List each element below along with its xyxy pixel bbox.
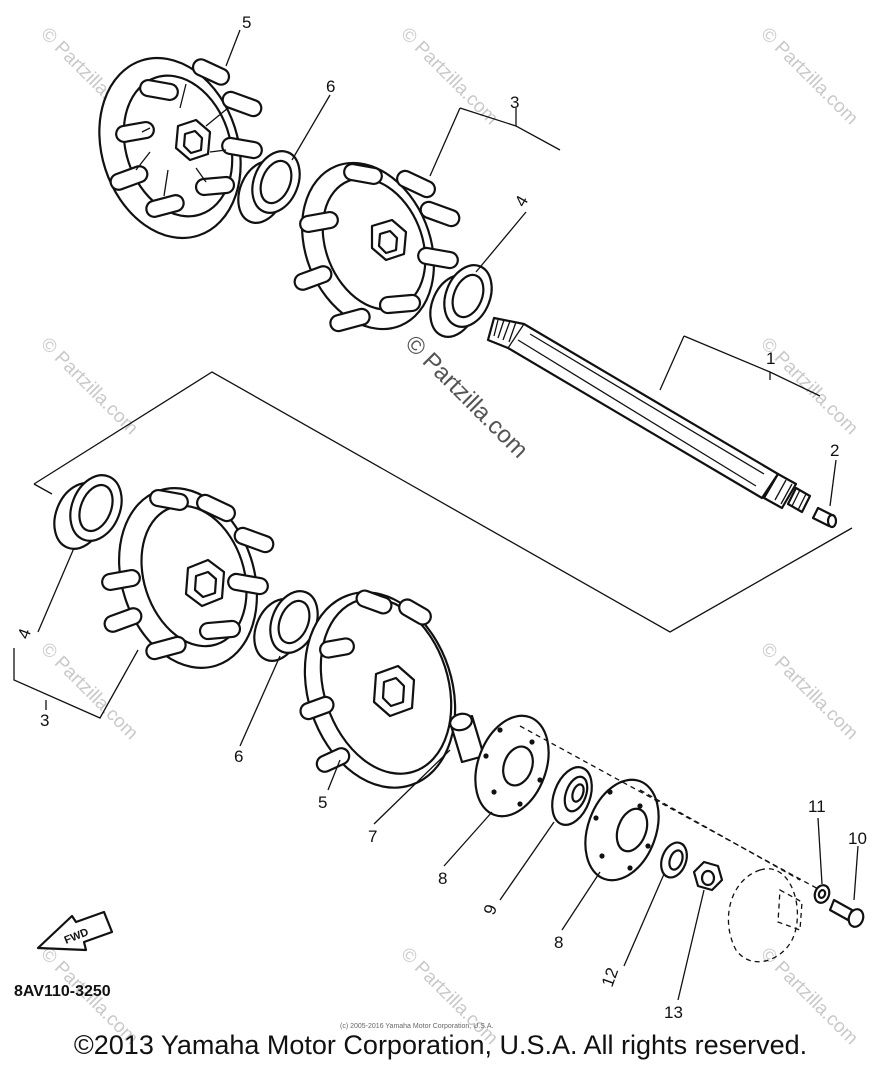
collar-top-right — [429, 264, 493, 338]
small-copyright: (c) 2005-2016 Yamaha Motor Corporation, … — [340, 1023, 493, 1030]
sprocket-wheel-top — [98, 56, 263, 240]
callout-1: 1 — [766, 349, 775, 368]
hub-outline — [727, 868, 803, 963]
callout-9: 9 — [480, 902, 501, 917]
spacer — [448, 712, 486, 764]
diagram-code: 8AV110-3250 — [14, 983, 111, 1000]
callout-3-left: 3 — [40, 711, 49, 730]
sprocket-wheel-center — [293, 161, 461, 333]
lock-washer — [813, 884, 831, 904]
callout-labels: 5 6 3 4 1 2 4 3 6 5 7 8 9 8 10 11 12 13 — [14, 13, 867, 1022]
callout-13: 13 — [664, 1003, 683, 1022]
copyright-notice: ©2013 Yamaha Motor Corporation, U.S.A. A… — [73, 1030, 808, 1060]
callout-3-top: 3 — [510, 93, 519, 112]
nut — [692, 860, 724, 892]
callout-11: 11 — [808, 797, 826, 816]
callout-10: 10 — [848, 829, 867, 848]
forward-arrow-icon: FWD — [36, 910, 114, 952]
callout-4-top: 4 — [511, 192, 532, 210]
watermark: © Partzilla.com — [756, 639, 861, 744]
callout-6-top: 6 — [326, 77, 335, 96]
watermark: © Partzilla.com — [396, 24, 501, 129]
callout-6-mid: 6 — [234, 747, 243, 766]
callout-4-left: 4 — [14, 626, 35, 641]
collar-bottom — [253, 590, 319, 662]
callout-7: 7 — [368, 827, 377, 846]
bearing-flange-b — [584, 778, 660, 882]
callout-8-b: 8 — [554, 933, 563, 952]
washer — [660, 841, 688, 879]
collar-top — [237, 150, 301, 224]
callout-5-top: 5 — [242, 13, 251, 32]
callout-12: 12 — [598, 965, 622, 989]
assembly-leader-lines — [33, 371, 853, 891]
watermark: © Partzilla.com — [36, 334, 141, 439]
drive-shaft — [486, 316, 812, 514]
watermark: © Partzilla.com — [756, 24, 861, 129]
bolt — [828, 898, 865, 928]
sprocket-disc-bottom — [299, 589, 457, 789]
bearing-flange-a — [474, 714, 550, 818]
callout-8-a: 8 — [438, 869, 447, 888]
collar-bottom-left — [53, 474, 123, 550]
watermark: © Partzilla.com — [36, 639, 141, 744]
sprocket-wheel-bottom — [101, 487, 275, 669]
callout-leaders — [13, 29, 859, 1001]
bearing — [551, 766, 593, 826]
callout-2: 2 — [830, 441, 839, 460]
pin — [811, 506, 838, 529]
callout-5-mid: 5 — [318, 793, 327, 812]
